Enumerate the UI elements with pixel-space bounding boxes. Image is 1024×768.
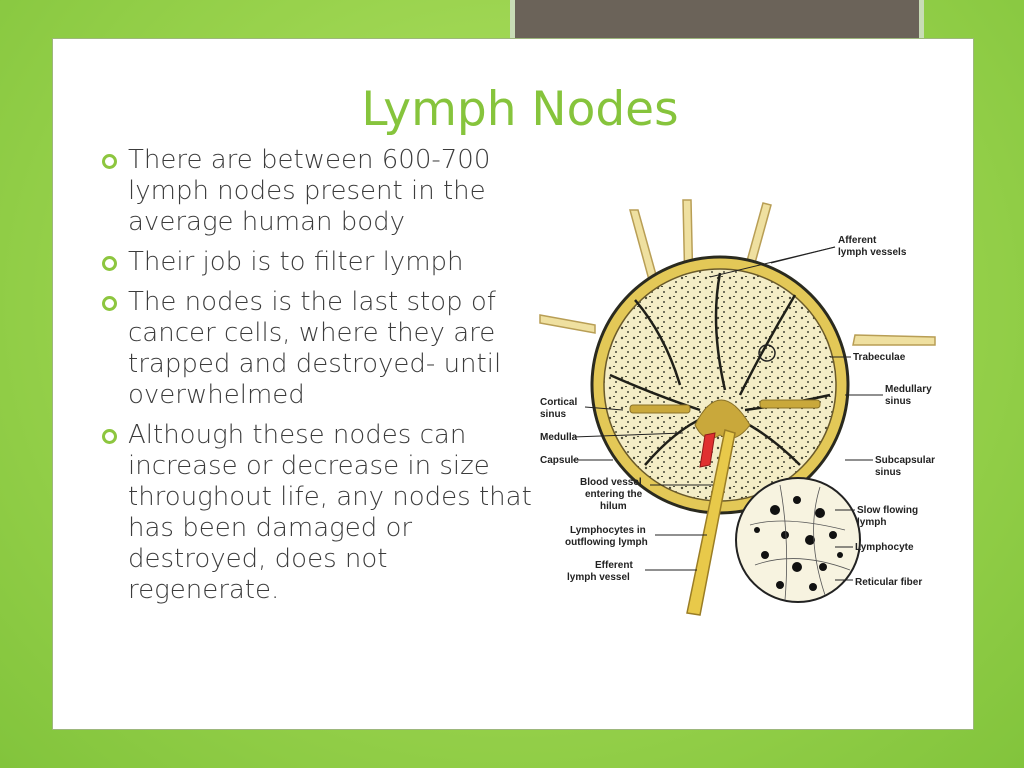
label-blood-vessel-3: hilum (600, 501, 627, 512)
label-blood-vessel: Blood vessel (580, 477, 642, 488)
bullet-ring-icon (102, 256, 117, 271)
lymph-node-diagram: Afferent lymph vessels Trabeculae Medull… (539, 199, 936, 616)
label-subcapsular-2: sinus (875, 467, 902, 478)
magnified-detail (735, 477, 861, 603)
efferent-vessel (686, 429, 736, 616)
label-blood-vessel-2: entering the (585, 489, 643, 500)
bullet-item: The nodes is the last stop of cancer cel… (100, 287, 540, 411)
label-lymphocytes: Lymphocytes in (570, 525, 646, 536)
bullet-item: There are between 600-700 lymph nodes pr… (100, 145, 540, 238)
label-trabeculae: Trabeculae (853, 352, 906, 363)
label-lymphocytes-2: outflowing lymph (565, 537, 648, 548)
label-slow-flowing-2: lymph (857, 517, 886, 528)
label-efferent: Efferent (595, 560, 633, 571)
bullet-ring-icon (102, 429, 117, 444)
label-medullary-2: sinus (885, 396, 912, 407)
label-medulla: Medulla (540, 432, 578, 443)
label-efferent-2: lymph vessel (567, 572, 630, 583)
label-medullary: Medullary (885, 384, 932, 395)
label-capsule: Capsule (540, 455, 579, 466)
label-afferent-2: lymph vessels (838, 247, 907, 258)
bullet-text: Their job is to filter lymph (128, 247, 464, 277)
label-afferent: Afferent (838, 235, 877, 246)
label-cortical: Cortical (540, 397, 577, 408)
bullet-ring-icon (102, 154, 117, 169)
leader-lines (572, 246, 883, 581)
label-cortical-2: sinus (540, 409, 567, 420)
label-reticular: Reticular fiber (855, 577, 922, 588)
slide-title: Lymph Nodes (361, 82, 679, 137)
bullet-list: There are between 600-700 lymph nodes pr… (100, 145, 540, 615)
bullet-ring-icon (102, 296, 117, 311)
diagram-labels: Afferent lymph vessels Trabeculae Medull… (540, 235, 935, 588)
label-slow-flowing: Slow flowing (857, 505, 918, 516)
bullet-item: Their job is to filter lymph (100, 247, 540, 278)
label-subcapsular: Subcapsular (875, 455, 935, 466)
label-lymphocyte: Lymphocyte (855, 542, 914, 553)
bullet-text: Although these nodes can increase or dec… (128, 420, 532, 605)
bullet-text: The nodes is the last stop of cancer cel… (128, 287, 502, 410)
bullet-text: There are between 600-700 lymph nodes pr… (128, 145, 491, 237)
bullet-item: Although these nodes can increase or dec… (100, 420, 540, 606)
